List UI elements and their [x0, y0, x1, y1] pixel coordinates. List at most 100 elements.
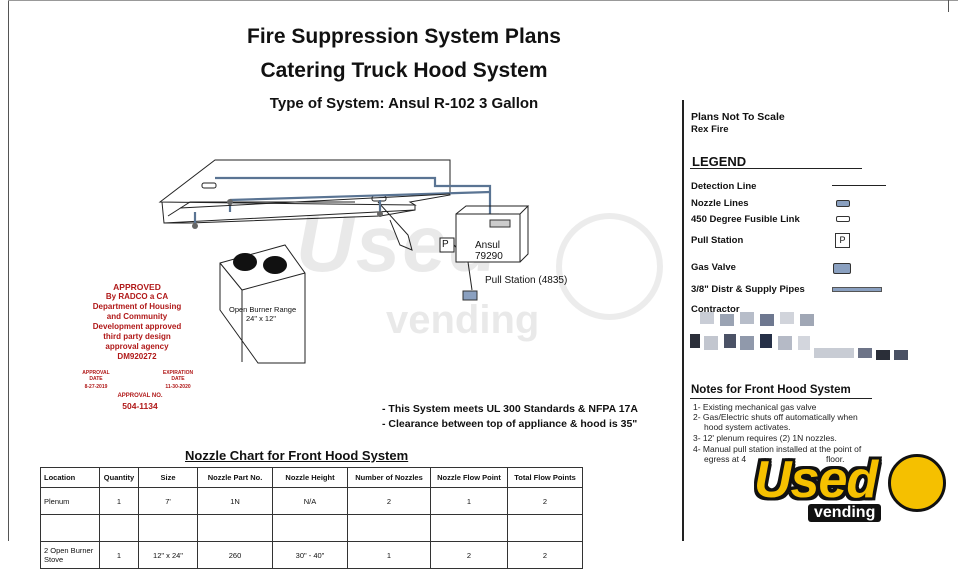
table-cell: 260: [197, 541, 273, 569]
stamp-line: DM920272: [117, 352, 157, 361]
approval-no-label: APPROVAL NO.: [117, 393, 163, 399]
used-vending-logo: Used vending: [748, 442, 958, 541]
fusible-link-1: [201, 182, 217, 189]
burner-1: [233, 253, 257, 271]
table-header: Size: [138, 467, 198, 488]
note-line: 2- Gas/Electric shuts off automatically …: [693, 412, 858, 422]
logo-pig-icon: [888, 454, 946, 512]
ansul-gauge: [489, 219, 511, 228]
table-cell: [272, 514, 348, 542]
table-cell: Plenum: [40, 487, 100, 515]
stamp-line: and Community: [106, 312, 168, 321]
approval-date: 8-27-2019: [84, 384, 108, 390]
logo-brand-bottom: vending: [808, 504, 882, 522]
compliance-line-2: - Clearance between top of appliance & h…: [382, 418, 638, 430]
table-cell: [40, 514, 100, 542]
scale-note: Plans Not To Scale: [691, 111, 785, 123]
table-row: 2 Open Burner Stove 1 12" x 24" 260 30" …: [40, 541, 583, 569]
table-cell: 2: [507, 541, 583, 569]
notes-heading: Notes for Front Hood System: [691, 384, 851, 396]
ansul-cabinet-top: [455, 205, 530, 263]
expiration-date: 11-30-2020: [165, 384, 191, 390]
note-line: 3- 12' plenum requires (2) 1N nozzles.: [693, 433, 837, 443]
nozzle-chart-table: Location Quantity Size Nozzle Part No. N…: [40, 467, 583, 569]
legend-panel: [682, 100, 958, 541]
approval-stamp: APPROVED By RADCO a CA Department of Hou…: [72, 282, 202, 362]
table-cell: 2: [430, 541, 508, 569]
table-cell: [138, 514, 198, 542]
table-cell: 1: [99, 487, 139, 515]
watermark-pig-icon: [556, 213, 663, 320]
redacted-contractor-info: [690, 312, 910, 364]
legend-label-pipes: 3/8" Distr & Supply Pipes: [691, 284, 805, 295]
page-border-top: [8, 0, 958, 1]
stamp-line: third party design: [103, 332, 171, 341]
hood-diagram: [158, 159, 530, 364]
detection-line: [179, 193, 451, 209]
ansul-number: 79290: [475, 251, 503, 262]
table-header: Total Flow Points: [507, 467, 583, 488]
pipe-icon: [832, 287, 882, 292]
stamp-line: Development approved: [92, 322, 182, 331]
page-border-right: [948, 0, 949, 12]
table-header: Nozzle Flow Point: [430, 467, 508, 488]
watermark-brand-bottom: vending: [386, 298, 540, 342]
approval-date-label: APPROVAL DATE: [82, 370, 110, 382]
table-header: Number of Nozzles: [347, 467, 431, 488]
table-cell: [507, 514, 583, 542]
legend-label-gas: Gas Valve: [691, 262, 736, 273]
hood-front: [161, 201, 416, 224]
table-cell: 2 Open Burner Stove: [40, 541, 100, 569]
compliance-line-1: - This System meets UL 300 Standards & N…: [382, 403, 638, 415]
approval-no: 504-1134: [122, 401, 158, 411]
stamp-line: Department of Housing: [92, 302, 182, 311]
pull-station-icon: P: [835, 233, 850, 248]
table-row: Plenum 1 7' 1N N/A 2 1 2: [40, 487, 583, 515]
table-row: [40, 514, 583, 542]
page-subtitle: Catering Truck Hood System: [260, 59, 548, 82]
table-cell: [99, 514, 139, 542]
table-header: Location: [40, 467, 100, 488]
range-size: 24" x 12": [246, 314, 276, 323]
table-cell: [197, 514, 273, 542]
hood-flap: [377, 201, 413, 251]
table-cell: 1: [430, 487, 508, 515]
nozzle-3: [377, 211, 383, 217]
stamp-line: approval agency: [105, 342, 169, 351]
legend-label-nozzle: Nozzle Lines: [691, 198, 749, 209]
legend-label-detection: Detection Line: [691, 181, 757, 192]
supply-pipe-mid: [229, 190, 491, 202]
table-cell: [430, 514, 508, 542]
burner-range: [219, 244, 306, 364]
table-header: Nozzle Part No.: [197, 467, 273, 488]
contractor-label: Contractor: [691, 304, 740, 315]
table-cell: 7': [138, 487, 198, 515]
note-line-tail: floor.: [826, 454, 845, 464]
table-cell: 30" - 40": [272, 541, 348, 569]
legend-label-pull: Pull Station: [691, 235, 744, 246]
table-cell: 2: [507, 487, 583, 515]
supply-pipe-top: [215, 176, 492, 215]
page-title: Fire Suppression System Plans: [247, 25, 561, 48]
legend-heading-rule: [690, 168, 862, 169]
table-header-row: Location Quantity Size Nozzle Part No. N…: [40, 467, 583, 488]
ansul-label: Ansul: [475, 240, 501, 251]
table-cell: N/A: [272, 487, 348, 515]
stamp-line: By RADCO a CA: [105, 292, 169, 301]
pull-station-p-marker: P: [442, 239, 449, 250]
note-line: 1- Existing mechanical gas valve: [693, 402, 817, 412]
gas-valve-icon: [833, 263, 851, 274]
legend-heading: LEGEND: [692, 154, 747, 169]
table-cell: 1: [99, 541, 139, 569]
nozzle-2: [227, 199, 233, 205]
notes-heading-rule: [690, 398, 872, 399]
nozzle-icon: [836, 200, 850, 207]
hood-front-lower: [164, 209, 416, 224]
note-line: egress at 4: [704, 454, 747, 464]
table-cell: 1: [347, 541, 431, 569]
gas-valve: [462, 290, 478, 301]
page-border-left: [8, 0, 9, 541]
table-header: Quantity: [99, 467, 139, 488]
system-type: Type of System: Ansul R-102 3 Gallon: [269, 95, 539, 112]
stamp-line: APPROVED: [113, 282, 161, 292]
